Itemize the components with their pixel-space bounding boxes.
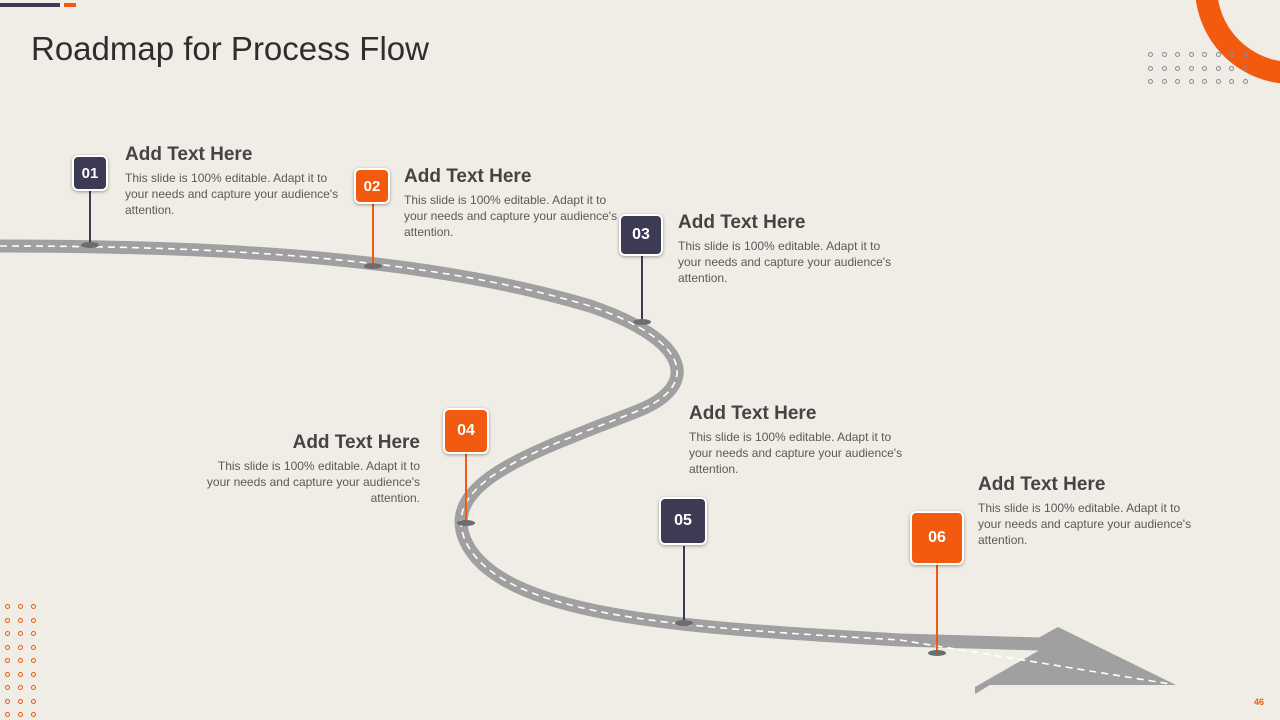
- pin-base-04: [457, 520, 475, 526]
- step-body-02: This slide is 100% editable. Adapt it to…: [404, 193, 618, 239]
- decorative-dot: [5, 671, 10, 677]
- step-text-03: Add Text Here This slide is 100% editabl…: [678, 212, 893, 286]
- decorative-dot: [5, 617, 10, 623]
- decorative-dot: [31, 658, 36, 663]
- step-heading-05: Add Text Here: [689, 403, 817, 424]
- decorative-dot: [5, 631, 10, 636]
- decorative-dot: [1188, 52, 1194, 57]
- pin-base-03: [633, 319, 651, 325]
- pin-stem-05: [683, 546, 685, 622]
- decorative-dot: [5, 712, 10, 717]
- step-heading-04: Add Text Here: [292, 432, 420, 453]
- pin-base-05: [675, 620, 693, 626]
- pin-stem-01: [89, 188, 91, 244]
- pin-stem-06: [936, 564, 938, 652]
- decorative-dot: [1215, 79, 1221, 84]
- decorative-dot-grid-left: [5, 604, 36, 717]
- decorative-dot: [18, 685, 23, 690]
- decorative-dot: [5, 604, 10, 609]
- decorative-dot: [31, 671, 36, 677]
- decorative-dot: [31, 712, 36, 717]
- step-heading-03: Add Text Here: [678, 212, 806, 233]
- step-text-05: Add Text Here This slide is 100% editabl…: [689, 403, 904, 477]
- road-centerline: [0, 245, 1171, 685]
- decorative-dot: [31, 617, 36, 623]
- step-body-06: This slide is 100% editable. Adapt it to…: [978, 501, 1192, 547]
- step-badge-05: 05: [659, 497, 707, 545]
- decorative-dot: [1175, 65, 1180, 71]
- decorative-dot: [31, 698, 36, 704]
- decorative-dot: [5, 698, 10, 704]
- decorative-dot: [1175, 79, 1180, 84]
- decorative-dot: [1242, 65, 1248, 71]
- decorative-dot: [31, 644, 36, 650]
- decorative-dot: [1242, 52, 1248, 57]
- step-text-04: Add Text Here This slide is 100% editabl…: [205, 432, 420, 506]
- decorative-dot: [1188, 65, 1194, 71]
- decorative-dot: [1229, 52, 1234, 57]
- decorative-dot: [5, 644, 10, 650]
- step-heading-02: Add Text Here: [404, 166, 532, 187]
- step-badge-01: 01: [72, 155, 108, 191]
- slide-title: Roadmap for Process Flow: [31, 30, 429, 67]
- step-badge-03: 03: [619, 214, 663, 256]
- decorative-dot: [1161, 79, 1167, 84]
- decorative-dot: [1215, 65, 1221, 71]
- decorative-dot: [5, 685, 10, 690]
- pin-stem-02: [372, 204, 374, 266]
- pin-stem-03: [641, 254, 643, 321]
- decorative-dot: [18, 698, 23, 704]
- page-number: 46: [1254, 697, 1265, 707]
- decorative-dot: [18, 631, 23, 636]
- decorative-dot: [18, 644, 23, 650]
- decorative-dot: [18, 617, 23, 623]
- step-body-04: This slide is 100% editable. Adapt it to…: [206, 459, 420, 505]
- decorative-dot: [1202, 52, 1207, 57]
- decorative-dot: [1161, 65, 1167, 71]
- decorative-dot: [1148, 79, 1153, 84]
- decorative-dot: [1175, 52, 1180, 57]
- decorative-dot: [1242, 79, 1248, 84]
- decorative-dot-grid-top: [1148, 52, 1248, 84]
- decorative-dot: [18, 604, 23, 609]
- step-text-06: Add Text Here This slide is 100% editabl…: [978, 474, 1193, 548]
- decorative-dot: [1202, 65, 1207, 71]
- step-badge-06: 06: [910, 511, 964, 565]
- decorative-dot: [1215, 52, 1221, 57]
- decorative-dot: [1202, 79, 1207, 84]
- decorative-dot: [31, 604, 36, 609]
- decorative-dot: [31, 685, 36, 690]
- step-text-01: Add Text Here This slide is 100% editabl…: [125, 144, 340, 218]
- step-body-03: This slide is 100% editable. Adapt it to…: [678, 239, 892, 285]
- pin-base-02: [364, 263, 382, 269]
- decorative-dot: [31, 631, 36, 636]
- pin-base-01: [81, 242, 99, 248]
- step-heading-01: Add Text Here: [125, 144, 253, 165]
- pin-base-06: [928, 650, 946, 656]
- step-text-02: Add Text Here This slide is 100% editabl…: [404, 166, 619, 240]
- step-badge-02: 02: [354, 168, 390, 204]
- step-body-05: This slide is 100% editable. Adapt it to…: [689, 430, 903, 476]
- decorative-dot: [5, 658, 10, 663]
- accent-bar-dark: [0, 3, 60, 7]
- decorative-dot: [1148, 65, 1153, 71]
- decorative-dot: [18, 712, 23, 717]
- decorative-dot: [1229, 65, 1234, 71]
- step-badge-04: 04: [443, 408, 489, 454]
- accent-bar-orange: [64, 3, 76, 7]
- decorative-dot: [1188, 79, 1194, 84]
- decorative-dot: [1161, 52, 1167, 57]
- step-heading-06: Add Text Here: [978, 474, 1106, 495]
- decorative-dot: [1229, 79, 1234, 84]
- decorative-dot: [1148, 52, 1153, 57]
- decorative-dot: [18, 658, 23, 663]
- step-body-01: This slide is 100% editable. Adapt it to…: [125, 171, 339, 217]
- decorative-dot: [18, 671, 23, 677]
- pin-stem-04: [465, 454, 467, 522]
